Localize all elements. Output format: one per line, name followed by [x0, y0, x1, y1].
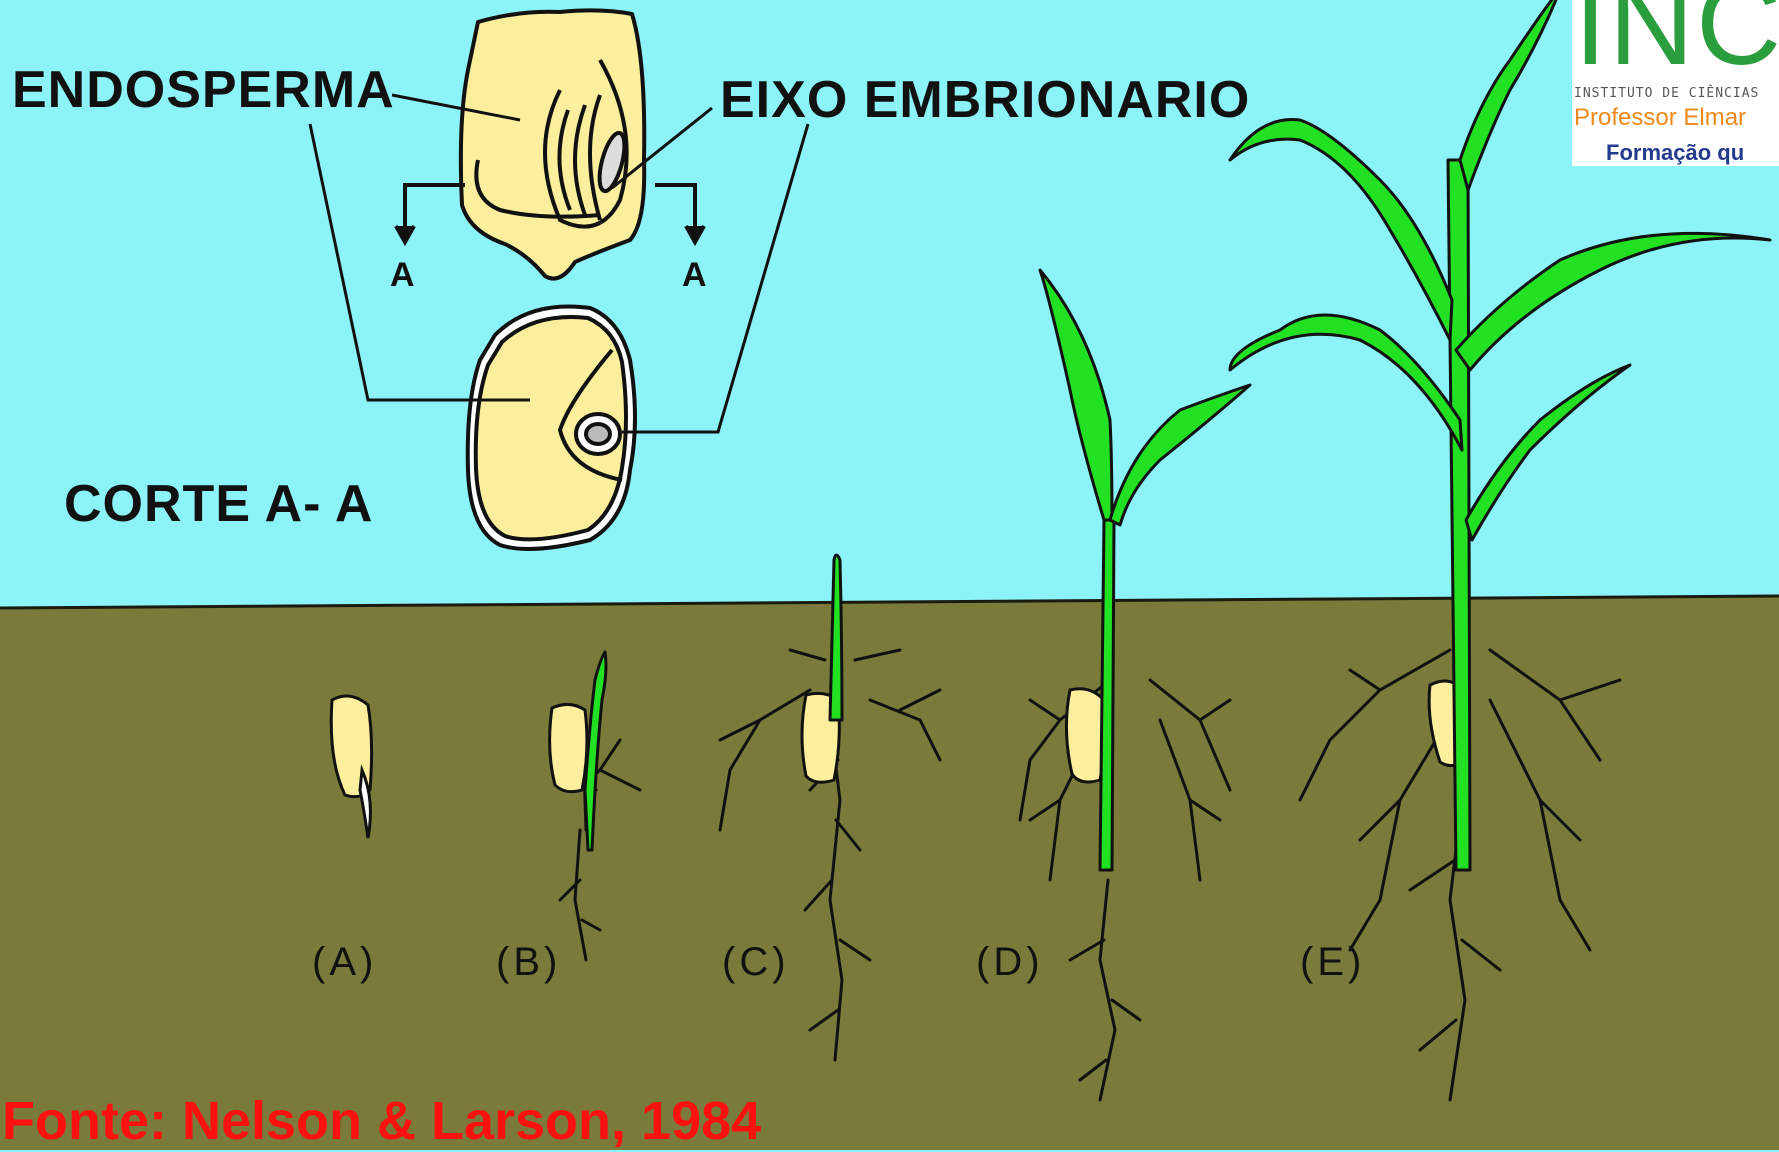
label-eixo-embrionario: EIXO EMBRIONARIO	[720, 70, 1250, 130]
stage-label-d: (D)	[976, 940, 1044, 985]
stage-label-e: (E)	[1300, 940, 1365, 985]
label-corte: CORTE A- A	[64, 474, 373, 534]
logo-institute: INSTITUTO DE CIÊNCIAS	[1574, 86, 1759, 101]
stage-label-a: (A)	[312, 940, 377, 985]
label-endosperma: ENDOSPERMA	[12, 60, 395, 120]
stage-label-b: (B)	[496, 940, 561, 985]
logo-mark: INC	[1574, 0, 1779, 92]
section-mark-left: A	[390, 256, 415, 295]
section-mark-right: A	[682, 256, 707, 295]
soil	[0, 596, 1779, 1150]
kernel-cross-section	[468, 307, 635, 549]
source-caption: Fonte: Nelson & Larson, 1984	[2, 1090, 761, 1152]
stage-label-c: (C)	[722, 940, 790, 985]
logo-professor: Professor Elmar	[1574, 104, 1746, 132]
kernel-whole	[461, 10, 644, 278]
logo-tagline: Formação qu	[1606, 140, 1744, 166]
institute-logo: INC INSTITUTO DE CIÊNCIAS Professor Elma…	[1572, 0, 1779, 166]
